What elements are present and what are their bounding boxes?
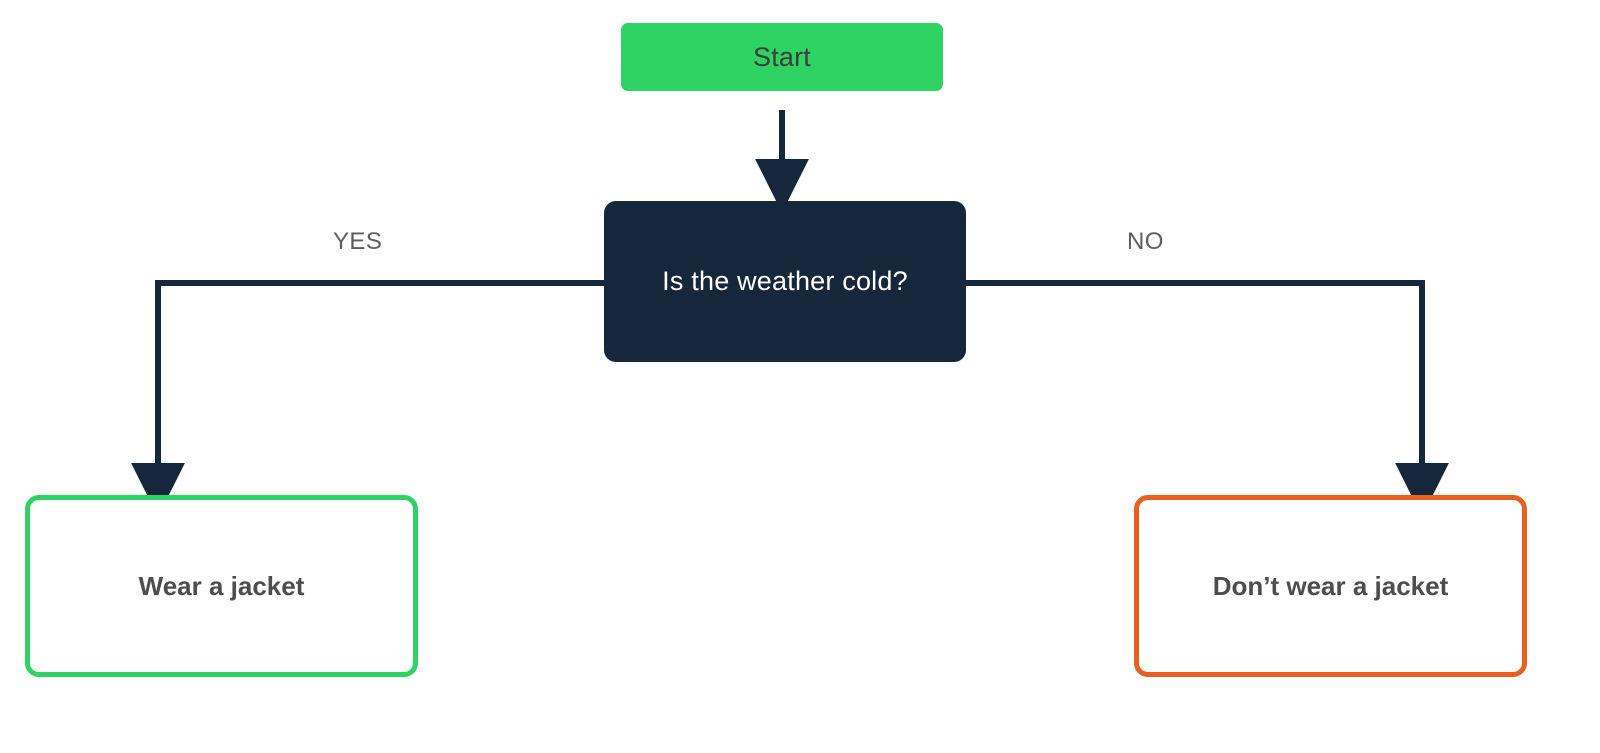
node-outcome-wear-jacket-label: Wear a jacket: [138, 570, 305, 601]
node-outcome-wear-jacket[interactable]: Wear a jacket: [25, 495, 418, 677]
edge-label-yes: YES: [333, 228, 383, 255]
edge-decision-to-wear-jacket: [131, 280, 604, 517]
node-start[interactable]: Start: [621, 23, 943, 91]
node-decision-label: Is the weather cold?: [662, 266, 908, 296]
node-decision-weather-cold[interactable]: Is the weather cold?: [604, 201, 966, 362]
node-outcome-dont-wear-jacket[interactable]: Don’t wear a jacket: [1134, 495, 1527, 677]
node-start-label: Start: [752, 41, 812, 72]
node-outcome-dont-wear-jacket-label: Don’t wear a jacket: [1212, 570, 1449, 601]
edge-decision-to-dont-wear-jacket: [966, 280, 1449, 517]
edge-label-no: NO: [1127, 228, 1164, 255]
